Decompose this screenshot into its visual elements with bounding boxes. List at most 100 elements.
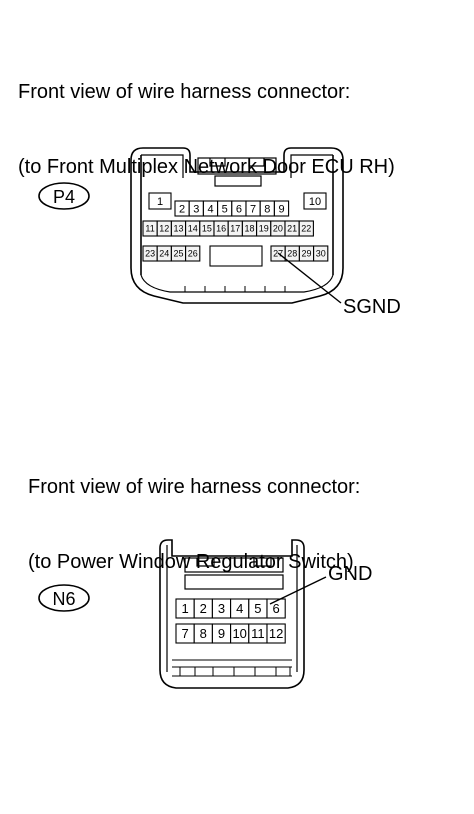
connector1-pin-label: 6 <box>236 203 242 215</box>
connector2-pin-label: 2 <box>200 601 207 616</box>
connector2-pin-2: 2 <box>193 598 213 619</box>
connector1-pin-label: 2 <box>179 203 185 215</box>
connector-p4-lock <box>197 157 277 175</box>
connector1-pin-2: 2 <box>174 200 190 217</box>
connector1-pin-label: 21 <box>287 224 297 234</box>
connector1-pin-label: 18 <box>244 224 254 234</box>
connector1-pin-label: 15 <box>202 224 212 234</box>
connector2-pin-label: 3 <box>218 601 225 616</box>
connector1-pin-label: 25 <box>173 249 183 259</box>
connector-n6-label-oval <box>38 584 90 612</box>
connector1-pin-label: 7 <box>250 203 256 215</box>
connector1-pin-7: 7 <box>245 200 261 217</box>
connector1-pin-11: 11 <box>142 220 158 237</box>
connector-n6-housing <box>159 539 305 689</box>
connector1-pin-label: 19 <box>259 224 269 234</box>
connector1-pin-22: 22 <box>298 220 314 237</box>
connector1-pin-23: 23 <box>142 245 158 262</box>
connector1-pin-13: 13 <box>170 220 187 237</box>
connector1-pin-15: 15 <box>199 220 215 237</box>
connector1-pin-14: 14 <box>185 220 201 237</box>
connector2-pin-label: 10 <box>232 626 246 641</box>
connector1-pin-17: 17 <box>227 220 243 237</box>
connector-p4-housing <box>130 147 344 304</box>
connector2-pin-label: 8 <box>200 626 207 641</box>
connector-n6-lock <box>184 557 284 573</box>
connector1-pin-21: 21 <box>284 220 300 237</box>
connector1-pin-label: 14 <box>188 224 198 234</box>
connector1-pin-label: 9 <box>278 203 284 215</box>
connector-p4-label-oval <box>38 182 90 210</box>
connector2-pin-label: 7 <box>181 626 188 641</box>
connector2-pin-8: 8 <box>193 623 213 644</box>
connector1-pin-label: 11 <box>145 224 154 234</box>
connector2-pin-label: 11 <box>251 626 265 641</box>
connector1-pin-28: 28 <box>284 245 300 262</box>
connector2-pin-label: 6 <box>272 601 279 616</box>
connector1-pin-label: 10 <box>309 196 321 208</box>
connector2-pin-10: 10 <box>230 623 250 644</box>
connector2-pin-5: 5 <box>248 598 268 619</box>
sgnd-leader-line <box>277 252 342 304</box>
connector1-pin-label: 4 <box>207 203 213 215</box>
connector1-pin-10: 10 <box>303 192 327 210</box>
connector1-pin-29: 29 <box>298 245 315 262</box>
connector2-pin-12: 12 <box>266 623 286 644</box>
connector2-pin-label: 9 <box>218 626 225 641</box>
connector2-pin-6: 6 <box>266 598 286 619</box>
connector-1-caption-line-1: Front view of wire harness connector: <box>18 81 351 103</box>
connector1-pin-3: 3 <box>188 200 204 217</box>
connector1-pin-label: 17 <box>230 224 240 234</box>
connector2-pin-label: 5 <box>254 601 261 616</box>
connector2-pin-4: 4 <box>230 598 250 619</box>
connector2-pin-label: 12 <box>269 626 283 641</box>
connector1-pin-24: 24 <box>156 245 172 262</box>
sgnd-callout-label: SGND <box>343 296 401 318</box>
connector1-pin-label: 5 <box>222 203 228 215</box>
connector1-pin-label: 20 <box>273 224 283 234</box>
connector1-pin-label: 24 <box>159 249 169 259</box>
connector1-pin-4: 4 <box>202 200 219 217</box>
connector1-pin-label: 16 <box>216 224 226 234</box>
connector2-pin-label: 4 <box>236 601 243 616</box>
connector2-pin-label: 1 <box>181 601 188 616</box>
connector-p4-code: P4 <box>53 187 75 207</box>
connector1-pin-1: 1 <box>148 192 172 210</box>
connector2-pin-7: 7 <box>175 623 195 644</box>
gnd-callout-label: GND <box>328 563 372 585</box>
connector1-pin-30: 30 <box>313 245 329 262</box>
connector1-pin-label: 12 <box>159 224 169 234</box>
connector2-pin-3: 3 <box>211 598 232 619</box>
connector1-pin-label: 13 <box>173 224 183 234</box>
connector2-pin-1: 1 <box>175 598 195 619</box>
connector1-pin-8: 8 <box>259 200 275 217</box>
connector-n6 <box>38 539 305 689</box>
connector1-pin-6: 6 <box>231 200 247 217</box>
connector1-pin-label: 3 <box>193 203 199 215</box>
connector-n6-code: N6 <box>52 589 75 609</box>
connector1-pin-26: 26 <box>185 245 201 262</box>
connector1-pin-18: 18 <box>241 220 258 237</box>
connector1-pin-20: 20 <box>270 220 286 237</box>
connector1-pin-5: 5 <box>217 200 233 217</box>
connector-2-caption-line-1: Front view of wire harness connector: <box>28 476 361 498</box>
connector1-pin-label: 8 <box>264 203 270 215</box>
connector1-pin-label: 26 <box>188 249 198 259</box>
connector2-pin-9: 9 <box>211 623 232 644</box>
connector1-pin-label: 1 <box>157 196 163 208</box>
connector1-pin-19: 19 <box>256 220 272 237</box>
gnd-leader-line <box>269 576 327 605</box>
connector2-pin-11: 11 <box>248 623 268 644</box>
connector1-pin-label: 28 <box>287 249 297 259</box>
connector1-pin-25: 25 <box>170 245 187 262</box>
connector1-pin-label: 22 <box>301 224 311 234</box>
connector1-pin-9: 9 <box>273 200 290 217</box>
connector1-pin-label: 23 <box>145 249 155 259</box>
connector1-pin-12: 12 <box>156 220 172 237</box>
connector1-pin-label: 29 <box>301 249 311 259</box>
connector-p4 <box>38 147 344 304</box>
connector-p4-blank-block <box>209 245 263 267</box>
